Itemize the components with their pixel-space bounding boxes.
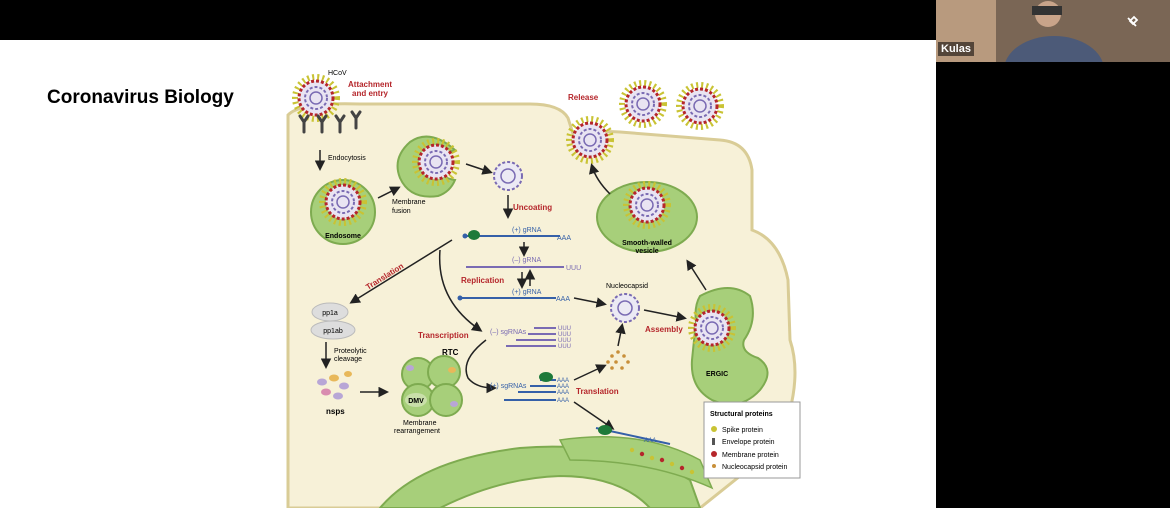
label-nsps: nsps <box>326 407 345 416</box>
nucleocapsid-proteins <box>606 350 630 370</box>
label-pp1ab: pp1ab <box>323 328 343 335</box>
label-uncoating: Uncoating <box>513 203 552 212</box>
label-aaa-4: AAA <box>557 384 569 390</box>
presentation-slide: Coronavirus Biology <box>0 40 936 508</box>
label-membrane-rearrangement-1: Membrane <box>403 420 437 427</box>
legend-structural-proteins: Structural proteins Spike protein Envelo… <box>703 401 801 479</box>
label-proteolytic-1: Proteolytic <box>334 348 367 355</box>
label-pp1a: pp1a <box>322 310 338 317</box>
dmv-cluster <box>401 355 463 417</box>
label-aaa-6: AAA <box>557 398 569 404</box>
label-aaa-5: AAA <box>557 390 569 396</box>
label-uuu-3: UUU <box>558 332 571 338</box>
label-minus-sgrnas: (–) sgRNAs <box>490 329 527 336</box>
label-rtc: RTC <box>442 348 459 357</box>
label-uuu-2: UUU <box>558 326 571 332</box>
label-attachment-1: Attachment <box>348 80 392 89</box>
label-membrane-fusion-2: fusion <box>392 208 411 215</box>
legend-item-nucleocapsid: Nucleocapsid protein <box>722 464 787 471</box>
label-membrane-fusion-1: Membrane <box>392 199 426 206</box>
label-uuu-1: UUU <box>566 265 581 272</box>
participant-video-tile[interactable]: Kulas <box>936 0 1170 62</box>
minus-sgrna-strands <box>506 327 556 347</box>
pp1ab-cloud <box>310 320 356 340</box>
membrane-protein-icon <box>711 451 717 457</box>
label-attachment-2: and entry <box>352 89 389 98</box>
label-ergic: ERGIC <box>706 371 728 378</box>
label-minus-grna: (–) gRNA <box>512 257 542 264</box>
legend-item-spike: Spike protein <box>722 427 763 434</box>
label-release: Release <box>568 93 599 102</box>
slide-title: Coronavirus Biology <box>47 87 234 108</box>
label-endosome: Endosome <box>325 233 361 240</box>
label-membrane-rearrangement-2: rearrangement <box>394 428 440 435</box>
label-aaa-7: AAA <box>643 438 656 444</box>
label-assembly: Assembly <box>645 325 683 334</box>
label-transcription: Transcription <box>418 331 469 340</box>
spike-protein-icon <box>711 426 717 432</box>
label-endocytosis: Endocytosis <box>328 155 366 162</box>
label-uuu-4: UUU <box>558 338 571 344</box>
label-hcov: HCoV <box>328 70 347 77</box>
er-structural-proteins <box>629 447 695 475</box>
label-smooth-vesicle-1: Smooth-walled <box>622 240 672 247</box>
label-translation-2: Translation <box>576 387 619 396</box>
envelope-protein-icon <box>712 438 715 445</box>
label-aaa-1: AAA <box>557 235 571 242</box>
er-membrane-3 <box>558 436 714 490</box>
nucleocapsid-protein-icon <box>712 464 716 468</box>
er-membrane-2 <box>439 474 652 508</box>
label-dmv: DMV <box>408 398 424 405</box>
label-nucleocapsid: Nucleocapsid <box>606 283 648 290</box>
coronavirus-lifecycle-diagram: Endosome Membrane fusion Uncoating HCoV … <box>286 70 801 508</box>
legend-title: Structural proteins <box>710 411 773 418</box>
participant-name: Kulas <box>938 42 974 56</box>
nsps-proteins <box>317 371 352 400</box>
label-uuu-5: UUU <box>558 344 571 350</box>
label-aaa-3: AAA <box>557 378 569 384</box>
label-proteolytic-2: cleavage <box>334 356 362 363</box>
label-plus-grna-1: (+) gRNA <box>512 227 542 234</box>
label-plus-grna-2: (+) gRNA <box>512 289 542 296</box>
legend-item-envelope: Envelope protein <box>722 439 775 446</box>
legend-item-membrane: Membrane protein <box>722 452 779 459</box>
label-aaa-2: AAA <box>556 296 570 303</box>
pin-icon[interactable] <box>1124 14 1140 30</box>
label-replication: Replication <box>461 276 504 285</box>
label-plus-sgrnas: (+) sgRNAs <box>490 383 527 390</box>
label-smooth-vesicle-2: vesicle <box>635 248 658 255</box>
